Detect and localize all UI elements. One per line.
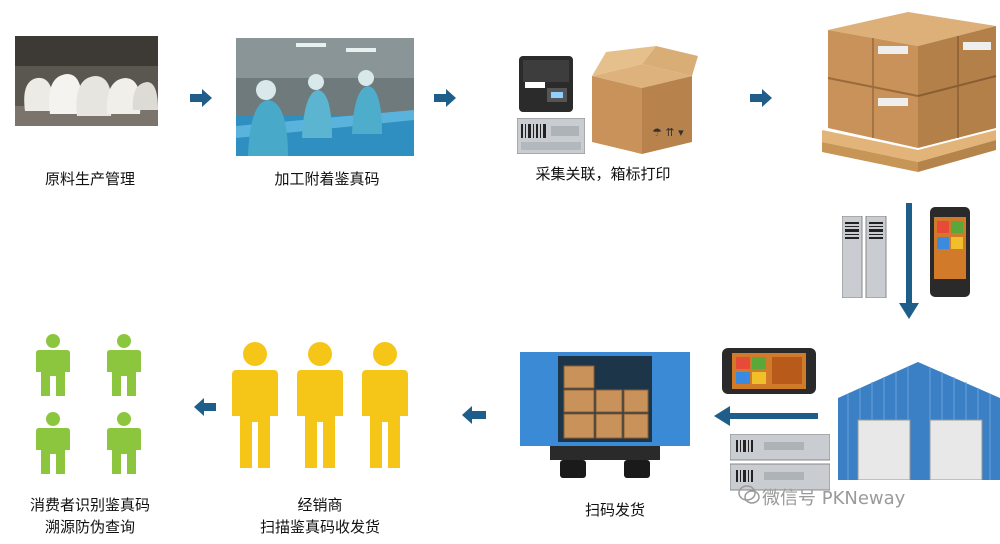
warehouse-icon [838,362,1000,480]
step-label-processing: 加工附着鉴真码 [274,170,380,188]
step-label-ship: 扫码发货 [584,501,645,519]
consumer-figure-icon [36,334,70,396]
consumer-figure-icon [107,412,141,474]
delivery-truck-icon [520,352,690,480]
pallet-boxes-icon [818,6,998,174]
flow-arrow-right [434,89,456,107]
step-label-dealer-desc: 扫描鉴真码收发货 [259,518,380,536]
handheld-scanner-icon [930,207,970,297]
dealer-figure-icon [362,342,408,468]
flow-arrow-left [194,398,216,416]
flow-arrow-right [750,89,772,107]
barcode-label-icon [730,434,830,492]
dealer-figure-icon [297,342,343,468]
step-label-collect: 采集关联，箱标打印 [535,165,671,183]
step-label-consumer-desc: 溯源防伪查询 [44,518,135,536]
carton-box-icon: ☂ ⇈ ▾ [586,46,698,156]
step-label-raw-material: 原料生产管理 [44,170,135,188]
dealer-figure-icon [232,342,278,468]
raw-material-photo [15,36,158,126]
barcode-label-icon [517,118,585,154]
step-label-dealer: 经销商 [297,496,343,514]
svg-text:☂ ⇈ ▾: ☂ ⇈ ▾ [652,126,684,139]
flow-arrow-down [899,203,919,319]
flow-arrow-left [714,406,818,426]
handheld-scanner-icon [722,348,816,394]
wechat-icon [738,484,760,506]
rfid-tag-icon [842,216,888,298]
consumer-figure-icon [36,412,70,474]
flow-arrow-left [462,406,486,424]
processing-photo [236,38,414,156]
step-label-consumer: 消费者识别鉴真码 [29,496,150,514]
watermark-text: 微信号 PKNeway [762,488,906,509]
flow-arrow-right [190,89,212,107]
consumer-figure-icon [107,334,141,396]
label-printer-icon [517,52,575,114]
